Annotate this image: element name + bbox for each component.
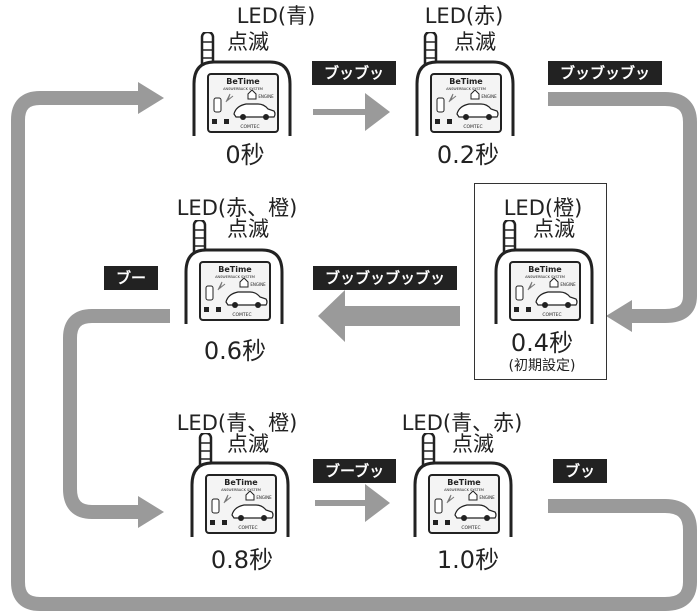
arrow-0.4-to-0.6 (318, 290, 460, 342)
arrowhead (138, 82, 164, 114)
arrowhead (138, 496, 164, 528)
led-label-2: LED(橙) (463, 197, 623, 219)
remote-icon (182, 220, 286, 324)
sound-label-3: ブー (104, 266, 158, 290)
led-label-1: LED(赤) (384, 5, 544, 27)
time-label-3: 0.6秒 (165, 338, 305, 364)
sound-label-0: ブッブッ (312, 61, 396, 85)
arrow-to-0.8 (70, 316, 170, 512)
led-label-4: LED(青、橙) (157, 412, 317, 434)
time-label-1: 0.2秒 (398, 142, 538, 168)
time-label-2: 0.4秒 (472, 330, 612, 356)
led-label-0: LED(青) (196, 5, 356, 27)
remote-icon (188, 433, 292, 537)
arrow-0.8-to-1.0 (315, 484, 390, 522)
sound-label-4: ブーブッ (313, 459, 396, 483)
remote-icon (190, 32, 294, 136)
remote-icon (411, 433, 515, 537)
sound-label-1: ブッブッブッ (548, 61, 662, 85)
led-label-3: LED(赤、橙) (157, 197, 317, 219)
remote-icon (413, 32, 517, 136)
time-label-5: 1.0秒 (398, 547, 538, 573)
arrowhead (606, 300, 632, 332)
default-setting-note: (初期設定) (472, 358, 612, 374)
arrow-0-to-0.2 (313, 93, 390, 131)
remote-icon (492, 220, 596, 324)
time-label-4: 0.8秒 (172, 547, 312, 573)
sound-label-5: ブッ (553, 459, 607, 483)
led-label-5: LED(青、赤) (382, 412, 542, 434)
sound-label-2: ブッブッブッブッ (313, 266, 457, 290)
time-label-0: 0秒 (175, 142, 315, 168)
